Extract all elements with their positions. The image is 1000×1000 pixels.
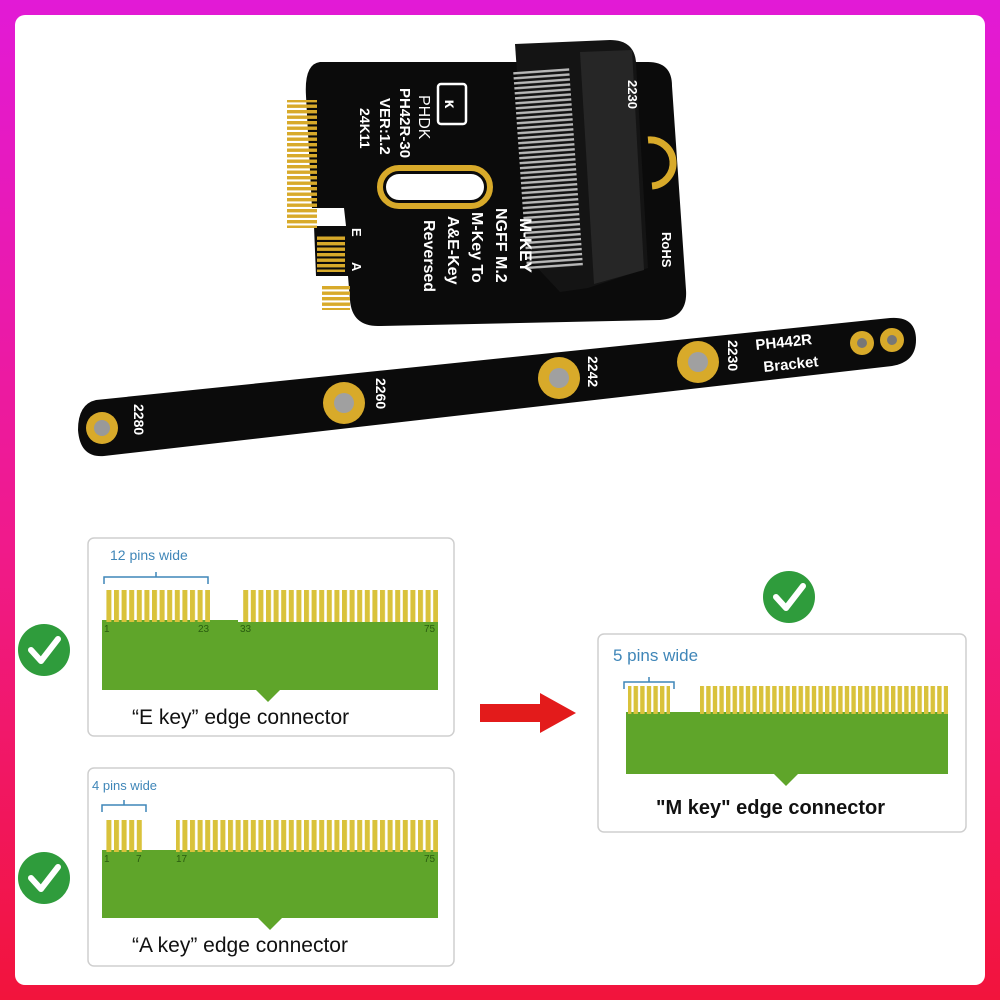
bracket-mount-2242: 2242 [585, 356, 601, 387]
a-key-pin-1: 1 [104, 854, 110, 865]
red-arrow-icon [480, 693, 576, 733]
adapter-line3: M-Key To [468, 212, 485, 283]
bracket-mount-2280: 2280 [131, 404, 147, 435]
e-key-pin-75: 75 [424, 624, 436, 635]
main-gold-fingers [287, 100, 317, 228]
bracket-mount-hole [86, 412, 118, 444]
m2-slot-connector [513, 40, 648, 292]
e-key-pin-33: 33 [240, 624, 252, 635]
adapter-mount-slot [377, 165, 493, 209]
adapter-label-a: A [349, 262, 364, 272]
m-key-width-label: 5 pins wide [613, 646, 698, 665]
a-key-width-brace [101, 800, 147, 812]
a-key-pin-7: 7 [136, 854, 142, 865]
e-key-panel: 12 pins wide 1 23 33 75 “E key” edge con… [87, 537, 455, 737]
adapter-line2: NGFF M.2 [492, 208, 509, 283]
adapter-model: PH42R-30 [396, 88, 413, 158]
gold-fingers-e [317, 236, 345, 272]
bracket-mount-hole [850, 328, 904, 355]
adapter-code: 24K11 [357, 108, 373, 149]
m2-adapter-card: ĸ PHDK PH42R-30 VER:1.2 24K11 M-KEY NGFF… [287, 40, 687, 327]
adapter-line1: M-KEY [516, 218, 535, 273]
bracket-subtitle: Bracket [763, 353, 820, 376]
m-key-caption: "M key" edge connector [656, 797, 885, 819]
adapter-label-e: E [349, 228, 364, 237]
bracket-mount-2260: 2260 [373, 378, 389, 409]
bracket-mount-hole [677, 341, 719, 383]
check-icon [18, 624, 70, 676]
image-canvas: ĸ PHDK PH42R-30 VER:1.2 24K11 M-KEY NGFF… [15, 15, 985, 985]
e-key-connector [102, 590, 438, 702]
e-key-caption: “E key” edge connector [132, 706, 349, 729]
check-icon [18, 852, 70, 904]
e-key-pin-1: 1 [104, 624, 110, 635]
e-key-width-label: 12 pins wide [110, 547, 188, 563]
a-key-panel: 4 pins wide 1 7 17 75 “A key” edge conne… [87, 767, 455, 967]
m-key-panel: 5 pins wide "M key" edge connector [597, 633, 967, 833]
bracket-mount-hole [538, 357, 580, 399]
adapter-version: VER:1.2 [376, 98, 393, 155]
adapter-line5: Reversed [420, 220, 437, 292]
adapter-line4: A&E-Key [444, 216, 461, 285]
m-key-connector [626, 686, 948, 786]
a-key-pin-75: 75 [424, 854, 436, 865]
adapter-logo-text: PHDK [415, 95, 432, 140]
e-key-pin-23: 23 [198, 624, 210, 635]
a-key-pin-17: 17 [176, 854, 188, 865]
svg-text:ĸ: ĸ [441, 100, 458, 109]
e-key-width-brace [103, 572, 209, 584]
adapter-half-moon-notch [647, 136, 677, 190]
phdk-logo: ĸ [436, 82, 468, 126]
adapter-size-label: 2230 [625, 80, 640, 109]
m-key-width-brace [623, 677, 675, 689]
gold-fingers-a [322, 285, 350, 310]
ph442r-bracket: PH442R Bracket 2230 2242 2260 2280 [78, 317, 916, 457]
product-illustration: ĸ PHDK PH42R-30 VER:1.2 24K11 M-KEY NGFF… [18, 40, 967, 967]
a-key-caption: “A key” edge connector [132, 934, 348, 957]
check-icon [763, 571, 815, 623]
a-key-width-label: 4 pins wide [92, 778, 157, 793]
bracket-title: PH442R [755, 331, 813, 354]
adapter-rohs: RoHS [659, 232, 674, 268]
a-key-connector [102, 820, 438, 930]
bracket-mount-hole [323, 382, 365, 424]
bracket-mount-2230: 2230 [725, 340, 741, 371]
